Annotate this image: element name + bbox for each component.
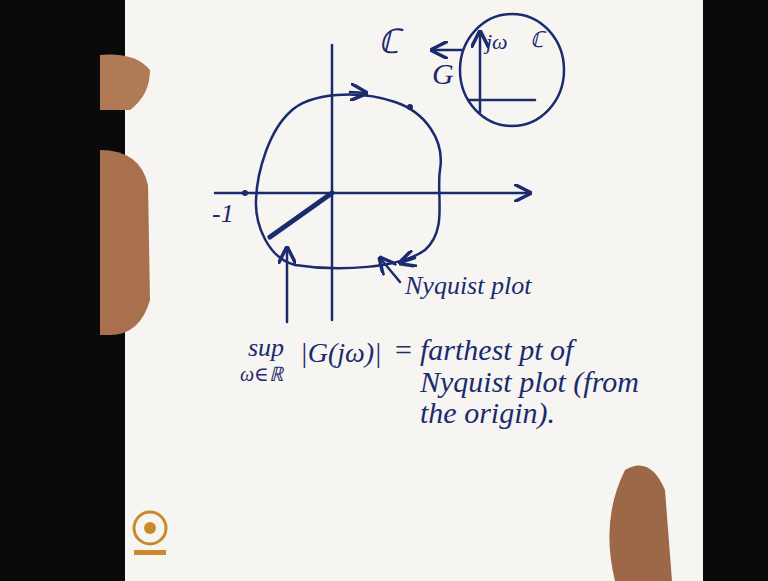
leader-arrow xyxy=(286,248,289,322)
leader-arrow xyxy=(380,258,400,282)
nyquist-curve xyxy=(256,95,441,269)
math-label: ω∈ℝ xyxy=(240,364,283,385)
point-minus-one xyxy=(242,190,248,196)
hand xyxy=(100,150,150,335)
logo-bar xyxy=(134,550,166,555)
logo-ring xyxy=(134,512,166,544)
real-axis xyxy=(215,192,530,195)
math-label: = xyxy=(393,334,413,366)
math-label: sup xyxy=(248,334,284,361)
inset-contour xyxy=(460,14,564,126)
math-label: |G(jω)| xyxy=(300,338,382,367)
math-label: -1 xyxy=(212,200,234,227)
math-label: Nyquist plot xyxy=(405,272,531,299)
math-label: G xyxy=(432,58,454,90)
paper xyxy=(125,0,703,581)
math-label: jω xyxy=(486,30,508,53)
math-label: ℂ xyxy=(530,28,544,51)
map-arrow xyxy=(432,49,462,52)
finger xyxy=(100,55,150,110)
thumb xyxy=(609,466,672,581)
inset-axis xyxy=(468,99,535,102)
logo xyxy=(134,512,166,555)
imaginary-axis xyxy=(331,45,334,320)
note-text: farthest pt of Nyquist plot (from the or… xyxy=(420,334,660,429)
direction-arrow xyxy=(400,258,415,263)
math-label: ℂ xyxy=(378,24,399,60)
curve-point xyxy=(407,104,413,110)
max-radius-line xyxy=(270,193,332,237)
direction-arrow xyxy=(350,92,366,93)
logo-core xyxy=(144,522,156,534)
